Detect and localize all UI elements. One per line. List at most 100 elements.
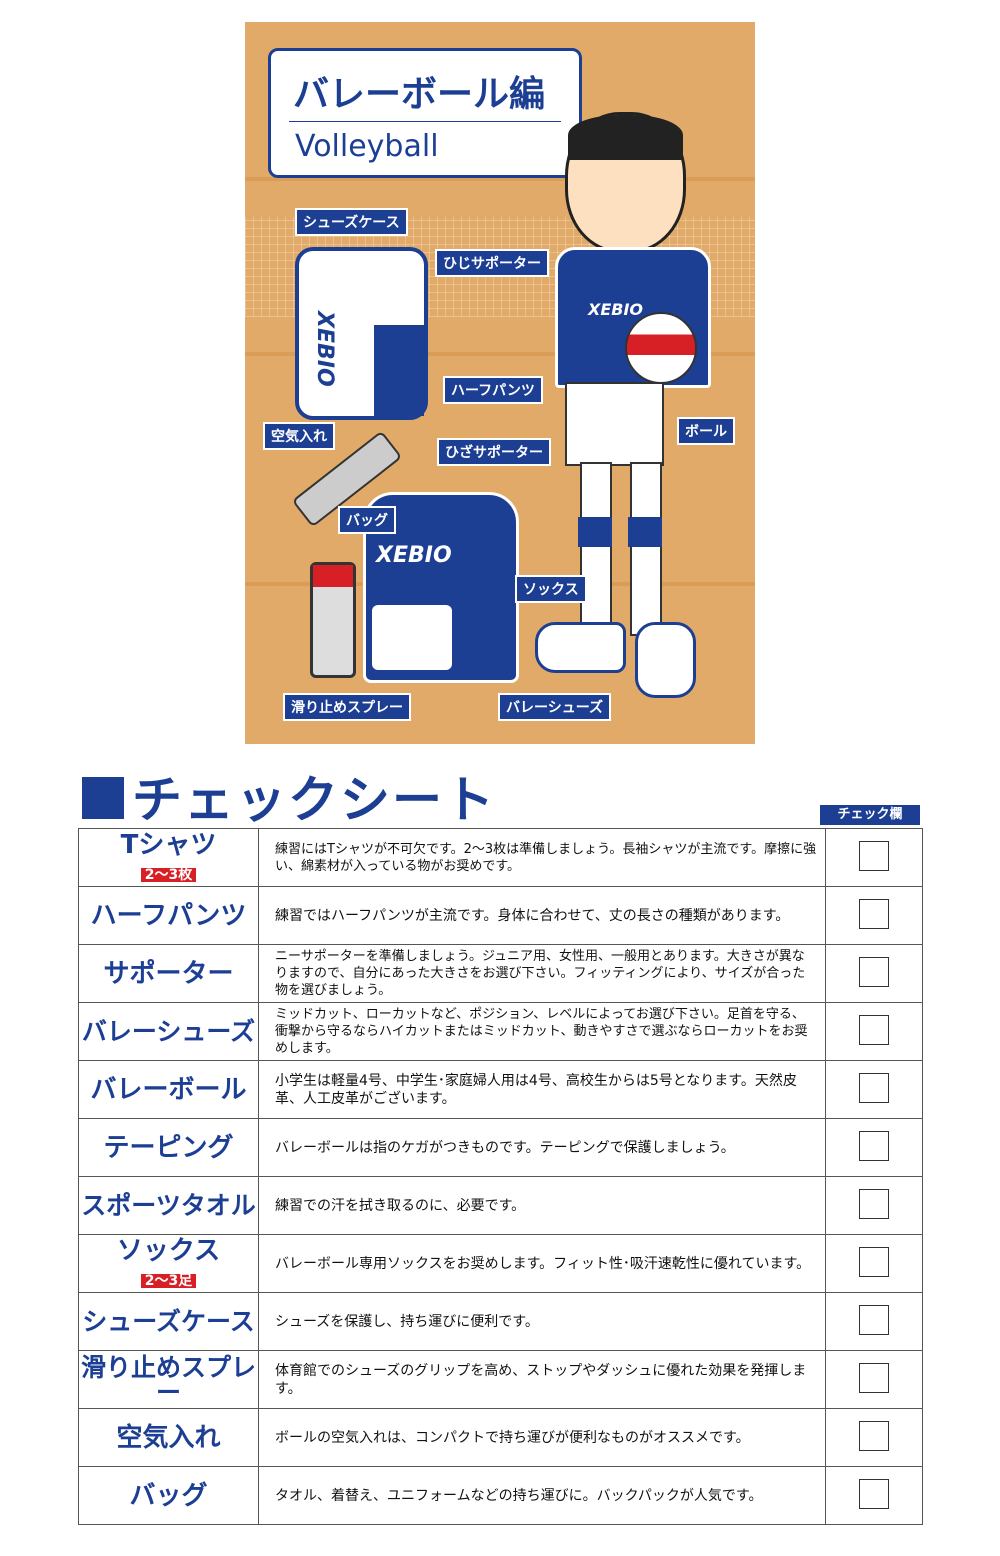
table-row: テーピングバレーボールは指のケガがつきものです。テーピングで保護しましょう。: [78, 1118, 923, 1177]
checkbox[interactable]: [859, 1478, 889, 1509]
spray-image: [310, 562, 356, 678]
table-row: バレーボール小学生は軽量4号、中学生･家庭婦人用は4号、高校生からは5号となりま…: [78, 1060, 923, 1119]
item-name: ソックス: [116, 1235, 221, 1266]
label-shoes: バレーシューズ: [498, 693, 612, 721]
check-column-header: チェック欄: [820, 805, 920, 825]
knee-supporter: [628, 517, 662, 547]
item-name-cell: テーピング: [78, 1118, 259, 1177]
floor-line: [245, 352, 755, 356]
checkbox[interactable]: [859, 1304, 889, 1335]
quantity-badge: 2〜3枚: [140, 867, 197, 882]
check-cell: [825, 1350, 923, 1409]
table-row: サポーターニーサポーターを準備しましょう。ジュニア用、女性用、一般用とあります。…: [78, 944, 923, 1003]
checkbox[interactable]: [859, 1188, 889, 1219]
item-description: シューズを保護し、持ち運びに便利です。: [258, 1292, 826, 1351]
item-name-cell: サポーター: [78, 944, 259, 1003]
item-name: バッグ: [129, 1480, 208, 1511]
item-name: ハーフパンツ: [90, 900, 247, 931]
table-row: バッグ タオル、着替え、ユニフォームなどの持ち運びに。バックパックが人気です。: [78, 1466, 923, 1525]
item-name: スポーツタオル: [81, 1191, 256, 1220]
table-row: シューズケースシューズを保護し、持ち運びに便利です。: [78, 1292, 923, 1351]
item-name: サポーター: [103, 958, 234, 989]
checkbox[interactable]: [859, 956, 889, 987]
player-pants: [565, 382, 664, 466]
ball-image: [625, 312, 697, 384]
checkbox[interactable]: [859, 1420, 889, 1451]
player-head: [565, 112, 686, 253]
item-description: ボールの空気入れは、コンパクトで持ち運びが便利なものがオススメです。: [258, 1408, 826, 1467]
square-icon: [82, 777, 124, 819]
check-cell: [825, 1060, 923, 1119]
label-ball: ボール: [677, 417, 735, 445]
item-description: ニーサポーターを準備しましょう。ジュニア用、女性用、一般用とあります。大きさが異…: [258, 944, 826, 1003]
checkbox[interactable]: [859, 1014, 889, 1045]
table-row: ソックス 2〜3足 バレーボール専用ソックスをお奨めします。フィット性･吸汗速乾性に…: [78, 1234, 923, 1293]
item-name: 空気入れ: [116, 1422, 221, 1453]
table-row: ハーフパンツ練習ではハーフパンツが主流です。身体に合わせて、丈の長さの種類があり…: [78, 886, 923, 945]
item-name-cell: ハーフパンツ: [78, 886, 259, 945]
table-row: バレーシューズミッドカット、ローカットなど、ポジション、レベルによってお選び下さ…: [78, 1002, 923, 1061]
item-description: 練習での汗を拭き取るのに、必要です。: [258, 1176, 826, 1235]
heading-text: チェックシート: [132, 771, 496, 829]
item-description: 小学生は軽量4号、中学生･家庭婦人用は4号、高校生からは5号となります。天然皮革…: [258, 1060, 826, 1119]
label-half-pants: ハーフパンツ: [443, 376, 543, 404]
check-cell: [825, 1466, 923, 1525]
check-cell: [825, 886, 923, 945]
item-name: シューズケース: [82, 1307, 255, 1336]
title-box: バレーボール編 Volleyball: [268, 48, 582, 178]
item-name-cell: シューズケース: [78, 1292, 259, 1351]
item-name-cell: バレーシューズ: [78, 1002, 259, 1061]
item-name-cell: 滑り止めスプレー: [78, 1350, 259, 1409]
check-cell: [825, 1118, 923, 1177]
label-elbow: ひじサポーター: [435, 249, 549, 277]
shoes-case-image: XEBIO: [295, 247, 428, 420]
floor-line: [245, 177, 755, 181]
check-cell: [825, 1292, 923, 1351]
check-cell: [825, 1408, 923, 1467]
checkbox[interactable]: [859, 840, 889, 871]
item-name: テーピング: [103, 1132, 234, 1163]
table-row: 滑り止めスプレー体育館でのシューズのグリップを高め、ストップやダッシュに優れた効…: [78, 1350, 923, 1409]
item-description: タオル、着替え、ユニフォームなどの持ち運びに。バックパックが人気です。: [258, 1466, 826, 1525]
check-sheet-heading: チェックシート: [82, 760, 496, 832]
item-name-cell: バッグ: [78, 1466, 259, 1525]
item-description: 体育館でのシューズのグリップを高め、ストップやダッシュに優れた効果を発揮します。: [258, 1350, 826, 1409]
check-cell: [825, 828, 923, 887]
item-description: バレーボール専用ソックスをお奨めします。フィット性･吸汗速乾性に優れています。: [258, 1234, 826, 1293]
item-name: 滑り止めスプレー: [80, 1352, 256, 1407]
item-description: バレーボールは指のケガがつきものです。テーピングで保護しましょう。: [258, 1118, 826, 1177]
divider: [289, 121, 561, 122]
brand-logo: XEBIO: [588, 300, 644, 319]
brand-logo: XEBIO: [376, 543, 452, 568]
label-socks: ソックス: [515, 575, 587, 603]
item-description: 練習にはTシャツが不可欠です。2〜3枚は準備しましょう。長袖シャツが主流です。摩…: [258, 828, 826, 887]
brand-logo: XEBIO: [312, 311, 337, 387]
checkbox[interactable]: [859, 898, 889, 929]
title-en: Volleyball: [295, 129, 439, 164]
checkbox[interactable]: [859, 1246, 889, 1277]
item-name-cell: ソックス 2〜3足: [78, 1234, 259, 1293]
checkbox[interactable]: [859, 1072, 889, 1103]
knee-supporter: [578, 517, 612, 547]
shoe-image: [635, 622, 696, 698]
player-legs: [580, 462, 612, 636]
label-spray: 滑り止めスプレー: [283, 693, 411, 721]
checkbox[interactable]: [859, 1362, 889, 1393]
shoe-image: [535, 622, 626, 673]
item-name-cell: スポーツタオル: [78, 1176, 259, 1235]
player-legs: [630, 462, 662, 636]
volleyball-illustration: バレーボール編 Volleyball XEBIO XEBIO XEBIO シュー…: [245, 22, 755, 744]
check-cell: [825, 1234, 923, 1293]
table-row: 空気入れ ボールの空気入れは、コンパクトで持ち運びが便利なものがオススメです。: [78, 1408, 923, 1467]
table-row: スポーツタオル練習での汗を拭き取るのに、必要です。: [78, 1176, 923, 1235]
item-name: バレーシューズ: [81, 1017, 256, 1046]
checkbox[interactable]: [859, 1130, 889, 1161]
check-cell: [825, 1002, 923, 1061]
item-description: 練習ではハーフパンツが主流です。身体に合わせて、丈の長さの種類があります。: [258, 886, 826, 945]
label-shoes-case: シューズケース: [295, 208, 408, 236]
check-cell: [825, 1176, 923, 1235]
item-name-cell: バレーボール: [78, 1060, 259, 1119]
quantity-badge: 2〜3足: [140, 1273, 197, 1288]
